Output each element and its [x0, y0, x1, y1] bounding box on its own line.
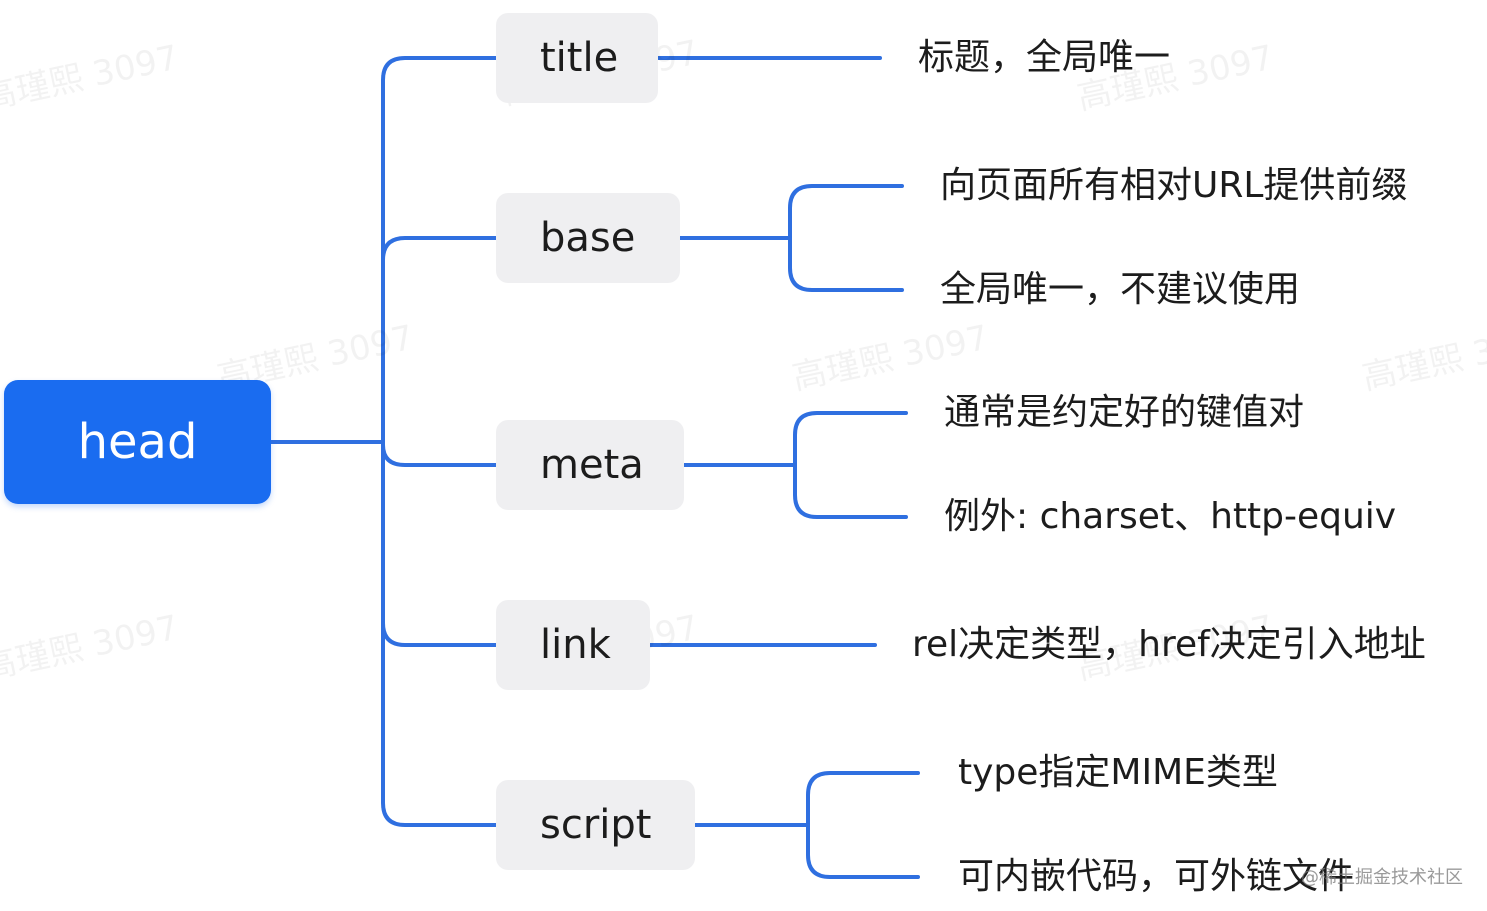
leaf-script-1: type指定MIME类型 — [958, 752, 1278, 793]
leaf-title-1: 标题，全局唯一 — [918, 37, 1171, 78]
leaf-meta-1: 通常是约定好的键值对 — [944, 392, 1305, 433]
leaf-base-1: 向页面所有相对URL提供前缀 — [940, 165, 1408, 206]
connector-script-leaf-1 — [806, 771, 920, 827]
branch-node-title[interactable]: title — [496, 13, 658, 103]
branch-node-label: meta — [540, 442, 644, 488]
connector-spine-bottom — [381, 440, 498, 827]
connector-script-leaf-2 — [806, 823, 920, 879]
branch-node-script[interactable]: script — [496, 780, 695, 870]
connector-spine-meta — [381, 443, 498, 467]
site-credit: @稀土掘金技术社区 — [1301, 867, 1463, 888]
connector-spine — [381, 56, 498, 444]
connector-meta-leaf-1 — [793, 411, 908, 467]
leaf-link-1: rel决定类型，href决定引入地址 — [912, 624, 1426, 665]
branch-node-label: link — [540, 622, 611, 668]
branch-node-link[interactable]: link — [496, 600, 650, 690]
leaf-meta-2: 例外: charset、http-equiv — [944, 496, 1397, 537]
leaf-base-2: 全局唯一，不建议使用 — [940, 269, 1301, 310]
branch-node-label: script — [540, 802, 652, 848]
connector-meta-leaf-2 — [793, 463, 908, 519]
leaf-script-2: 可内嵌代码，可外链文件 — [958, 856, 1355, 897]
branch-node-base[interactable]: base — [496, 193, 680, 283]
connector-base-leaf-2 — [788, 236, 904, 292]
connector-spine-base — [381, 236, 498, 262]
branch-node-label: base — [540, 215, 636, 261]
connector-spine-link — [381, 621, 498, 647]
root-node-head[interactable]: head — [4, 380, 271, 504]
branch-node-meta[interactable]: meta — [496, 420, 684, 510]
branch-node-label: title — [540, 35, 619, 81]
root-node-label: head — [77, 414, 198, 470]
connector-base-leaf-1 — [788, 184, 904, 240]
